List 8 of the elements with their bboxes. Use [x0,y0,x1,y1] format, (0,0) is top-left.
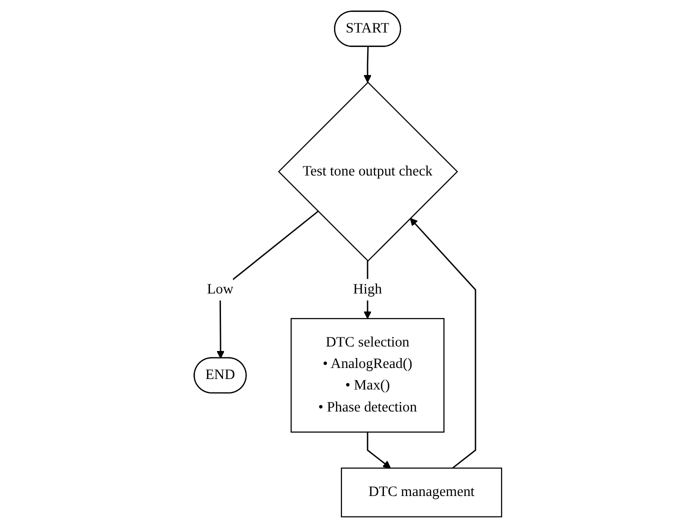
node-box: DTC management [341,468,502,518]
arrow [410,218,476,469]
arrow [364,46,372,83]
arrow [366,432,391,468]
edge-label: High [353,282,382,297]
edge-label: Low [207,282,234,297]
node-diamond: Test tone output check [278,82,458,262]
node-box: DTC selection • AnalogRead() • Max() • Phase detection [290,318,445,433]
